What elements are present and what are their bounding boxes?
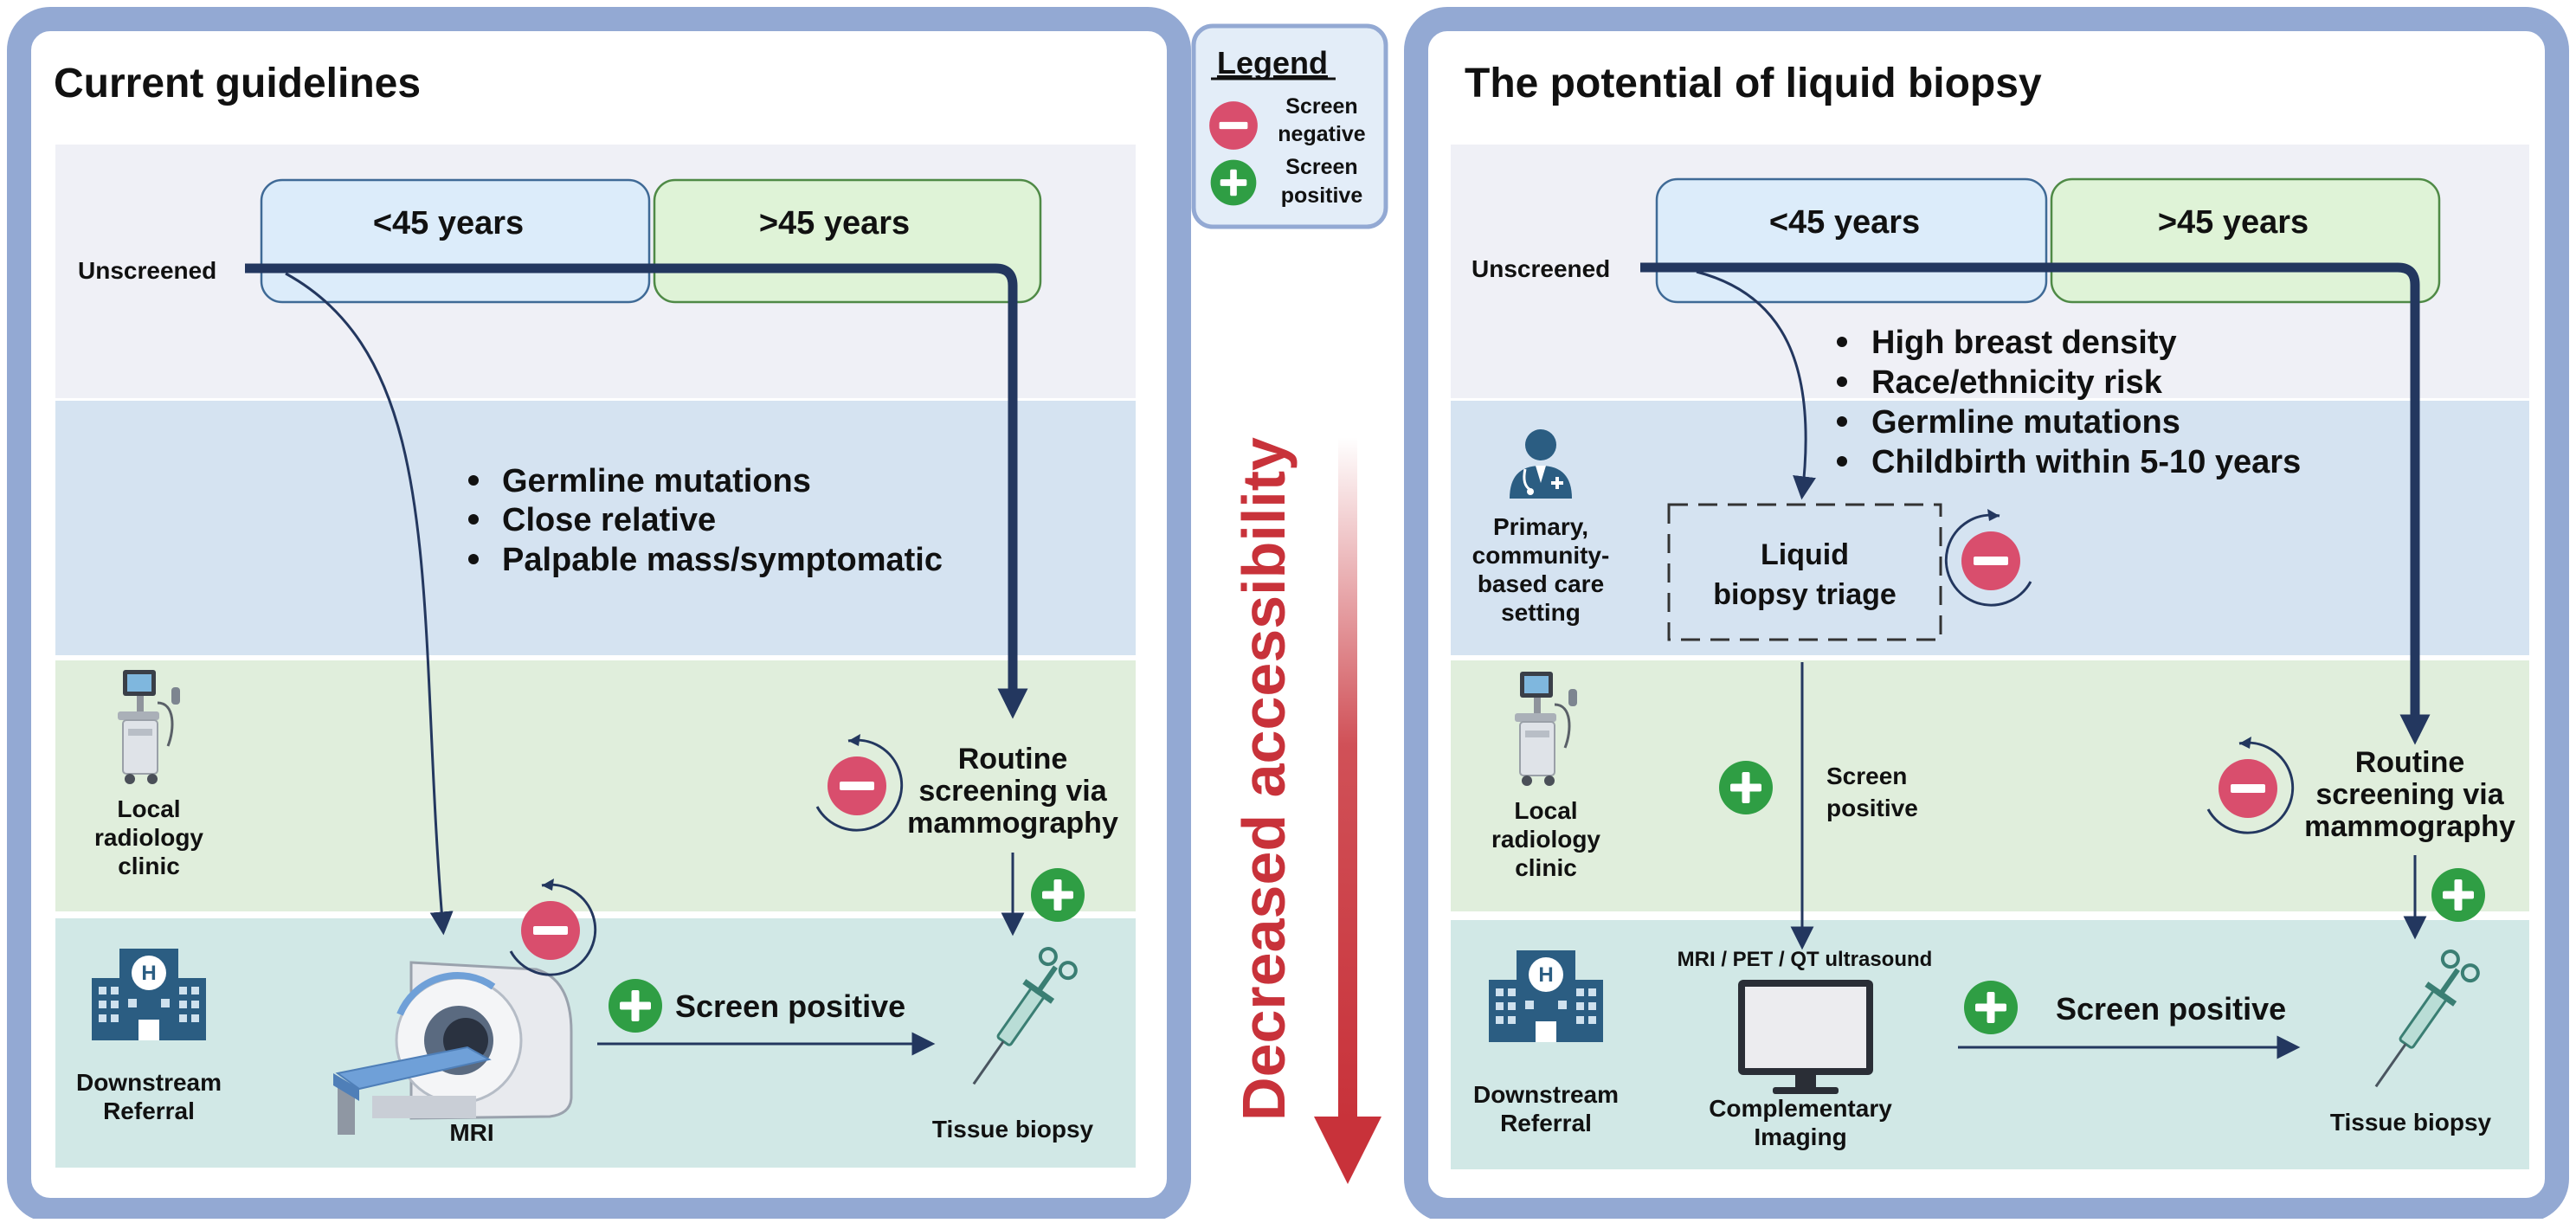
- right-downstream-2: Referral: [1500, 1110, 1592, 1136]
- right-routine-3: mammography: [2304, 810, 2515, 843]
- right-local-clinic-2: radiology: [1491, 826, 1600, 853]
- left-local-clinic-3: clinic: [118, 853, 180, 879]
- right-screen-positive-icon: [1964, 981, 2018, 1034]
- right-primary-care-2: community-: [1472, 542, 1610, 569]
- right-bullet-1: High breast density: [1871, 325, 2177, 361]
- right-band-risk: [1451, 401, 2529, 655]
- right-triage-1: Liquid: [1761, 538, 1849, 571]
- left-bullet-3: Palpable mass/symptomatic: [502, 542, 943, 578]
- right-main-path-arrow: [1640, 262, 2431, 745]
- left-downstream-2: Referral: [103, 1097, 195, 1124]
- right-bullet-3: Germline mutations: [1871, 404, 2180, 441]
- left-mri-negative-icon: [521, 901, 580, 960]
- right-tissue-biopsy-label: Tissue biopsy: [2330, 1109, 2492, 1136]
- left-routine-2: screening via: [918, 775, 1107, 808]
- left-routine-positive-icon: [1031, 868, 1085, 922]
- accessibility-arrow-head: [1314, 1117, 1381, 1184]
- legend-positive-1: Screen: [1285, 155, 1357, 179]
- right-triage-negative-icon: [1961, 531, 2020, 590]
- left-routine-3: mammography: [907, 807, 1118, 840]
- right-bullet-list: High breast density Race/ethnicity risk …: [1837, 325, 2301, 480]
- right-routine-1: Routine: [2355, 746, 2465, 779]
- right-bullet-4: Childbirth within 5-10 years: [1871, 444, 2301, 480]
- left-bullet-list: Germline mutations Close relative Palpab…: [468, 463, 943, 578]
- right-mid-screen-2: positive: [1826, 795, 1918, 821]
- left-mri-label: MRI: [449, 1119, 493, 1146]
- left-age-under45-label: <45 years: [373, 205, 524, 241]
- legend-positive-2: positive: [1281, 183, 1363, 208]
- left-local-clinic-2: radiology: [94, 824, 203, 851]
- right-monitor-icon: [1738, 980, 1873, 1094]
- left-age-over45-label: >45 years: [759, 205, 910, 241]
- legend-title: Legend: [1217, 45, 1328, 80]
- right-triage-2: biopsy triage: [1713, 578, 1897, 611]
- right-mid-screen-1: Screen: [1826, 763, 1907, 789]
- right-age-over45-label: >45 years: [2158, 204, 2309, 241]
- left-screen-positive-icon: [609, 979, 662, 1033]
- left-local-clinic-1: Local: [117, 795, 180, 822]
- left-tissue-biopsy-label: Tissue biopsy: [932, 1116, 1094, 1143]
- accessibility-label: Decreased accessibility: [1230, 437, 1298, 1121]
- left-unscreened-label: Unscreened: [78, 257, 216, 284]
- right-unscreened-label: Unscreened: [1472, 255, 1610, 282]
- right-age-under45-label: <45 years: [1769, 204, 1920, 241]
- left-under45-path-arrow: [285, 272, 454, 936]
- left-screen-positive-label: Screen positive: [675, 988, 905, 1024]
- accessibility-arrow-shaft: [1338, 437, 1357, 1121]
- right-routine-positive-icon: [2431, 868, 2485, 922]
- right-downstream-1: Downstream: [1473, 1081, 1619, 1108]
- right-imaging-modalities: MRI / PET / QT ultrasound: [1678, 948, 1933, 971]
- legend-negative-2: negative: [1278, 122, 1366, 146]
- right-panel: The potential of liquid biopsy <45 years…: [1404, 7, 2569, 1222]
- right-complementary-1: Complementary: [1709, 1095, 1892, 1122]
- right-band-local-clinic: [1451, 660, 2529, 911]
- right-primary-care-1: Primary,: [1493, 513, 1588, 540]
- left-routine-1: Routine: [958, 743, 1068, 776]
- left-band-risk: [55, 401, 1136, 655]
- right-routine-2: screening via: [2315, 778, 2504, 811]
- right-triage-box: [1667, 503, 1942, 641]
- left-panel: Current guidelines <45 years >45 years U…: [7, 7, 1191, 1222]
- right-primary-care-4: setting: [1501, 599, 1581, 626]
- legend-negative-icon: [1209, 101, 1258, 150]
- right-panel-title: The potential of liquid biopsy: [1465, 61, 2042, 106]
- right-mid-positive-icon: [1719, 761, 1773, 814]
- right-primary-care-3: based care: [1478, 570, 1604, 597]
- right-routine-negative-icon: [2219, 759, 2277, 818]
- right-complementary-2: Imaging: [1754, 1123, 1846, 1150]
- legend-positive-icon: [1210, 159, 1257, 206]
- legend-negative-1: Screen: [1285, 94, 1357, 119]
- right-screen-positive-label: Screen positive: [2056, 991, 2286, 1027]
- left-panel-title: Current guidelines: [54, 61, 421, 106]
- left-main-path-arrow: [245, 263, 1028, 719]
- right-age-over45-box: [2050, 177, 2441, 304]
- right-bullet-2: Race/ethnicity risk: [1871, 364, 2163, 401]
- right-band-downstream: [1451, 920, 2529, 1169]
- right-local-clinic-1: Local: [1514, 797, 1577, 824]
- left-bullet-2: Close relative: [502, 502, 716, 538]
- right-age-under45-box: [1655, 177, 2048, 304]
- left-bullet-1: Germline mutations: [502, 463, 811, 499]
- legend: Legend Screen negative Screen positive: [1191, 23, 1388, 229]
- right-local-clinic-3: clinic: [1515, 854, 1577, 881]
- left-routine-negative-icon: [828, 756, 886, 815]
- left-downstream-1: Downstream: [76, 1069, 222, 1096]
- accessibility-arrow: Decreased accessibility: [1230, 437, 1381, 1184]
- right-under45-path-arrow: [1696, 270, 1816, 500]
- left-band-downstream: [55, 918, 1136, 1168]
- left-band-local-clinic: [55, 660, 1136, 911]
